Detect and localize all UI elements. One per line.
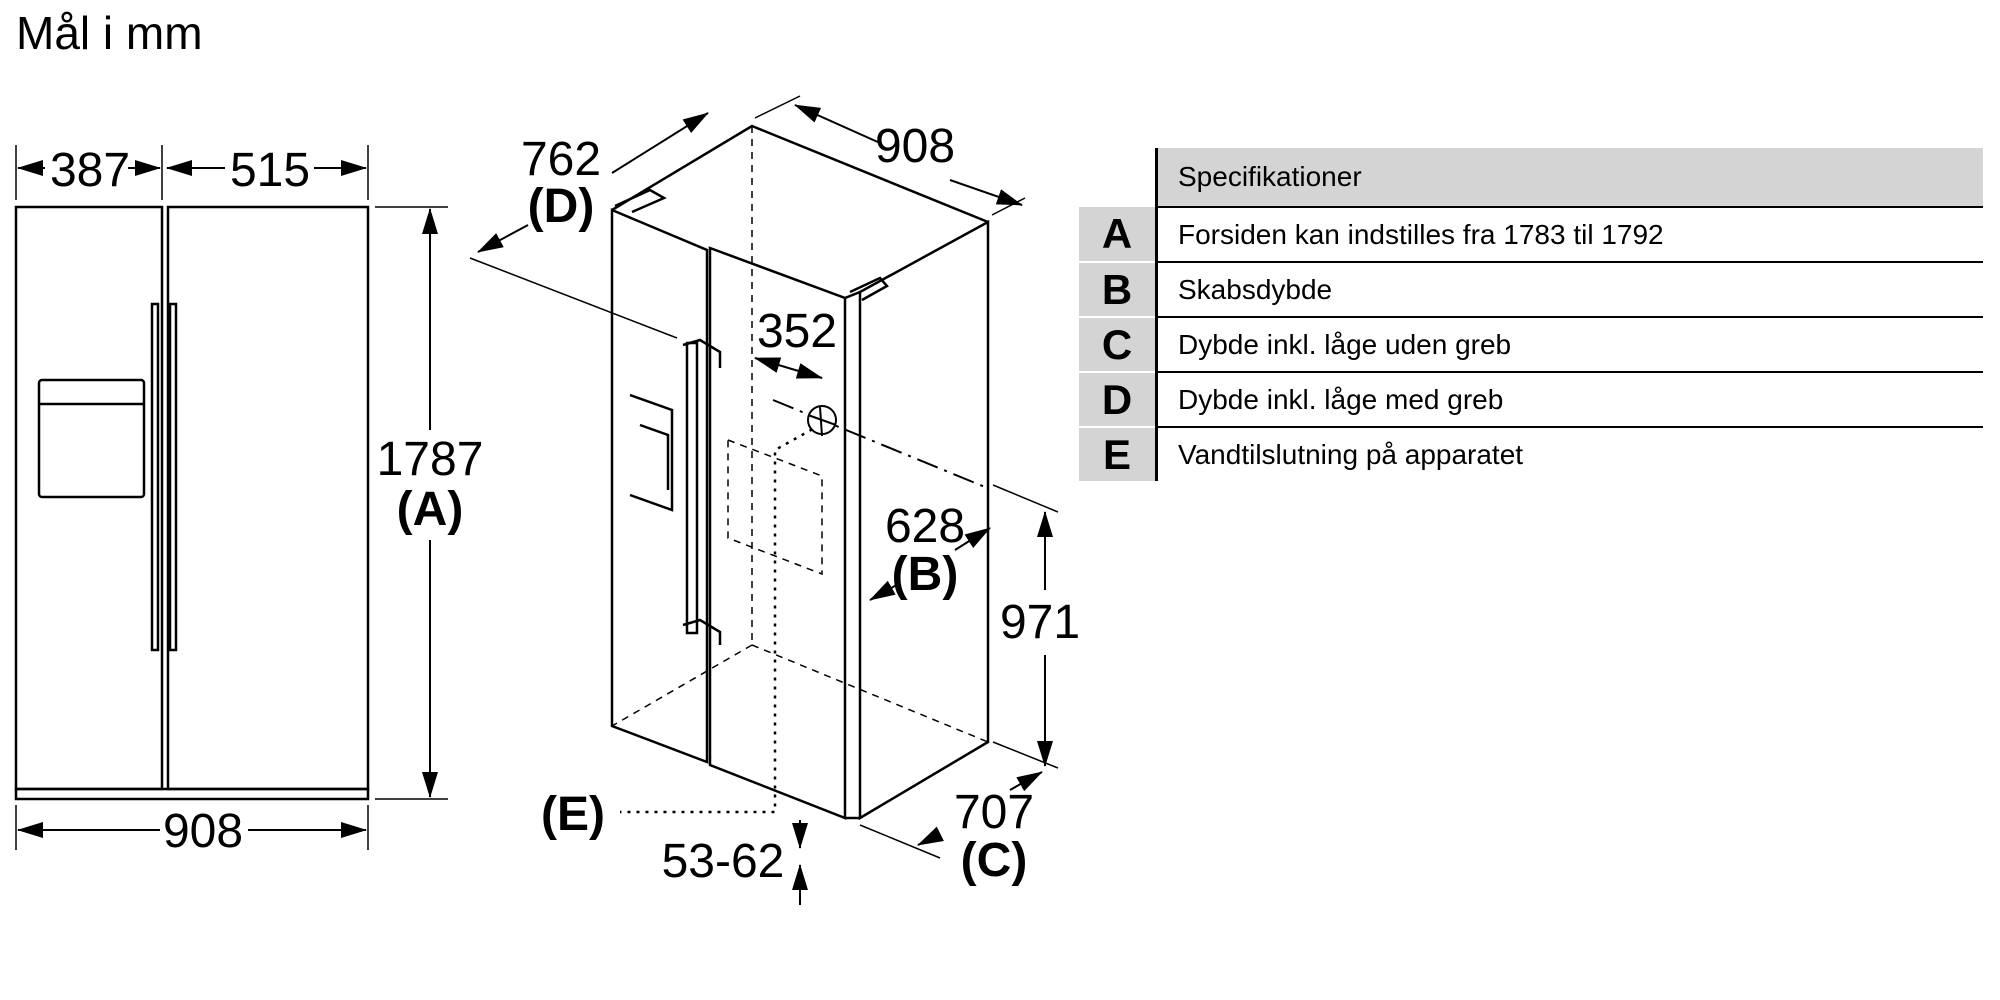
table-row: B Skabsdybde bbox=[1079, 261, 1983, 317]
dim-water-depth: 53-62 bbox=[662, 835, 785, 888]
spec-letter: D bbox=[1079, 371, 1158, 427]
left-handle bbox=[150, 302, 160, 652]
dim-height-value: 1787 bbox=[377, 433, 484, 486]
dim-depth-b-label: (B) bbox=[892, 548, 959, 601]
table-row: E Vandtilslutning på apparatet bbox=[1079, 426, 1983, 481]
dim-height-label: (A) bbox=[397, 483, 464, 536]
dim-depth-d-label: (D) bbox=[528, 180, 595, 233]
dim-width-left: 387 bbox=[50, 144, 130, 197]
iso-side bbox=[858, 219, 990, 821]
dim-total-width: 908 bbox=[163, 805, 243, 858]
iso-handle bbox=[685, 341, 699, 635]
spec-letter: E bbox=[1079, 426, 1158, 481]
iso-hidden-lines bbox=[611, 126, 989, 743]
dim-water-offset: 352 bbox=[757, 305, 837, 358]
table-row: C Dybde inkl. låge uden greb bbox=[1079, 316, 1983, 372]
dim-iso-width: 908 bbox=[875, 120, 955, 173]
dim-depth-c-value: 707 bbox=[954, 786, 1034, 839]
page-title: Mål i mm bbox=[16, 7, 203, 59]
spec-text: Forsiden kan indstilles fra 1783 til 179… bbox=[1156, 206, 1983, 262]
water-connection-label: (E) bbox=[541, 788, 605, 841]
water-dispenser bbox=[37, 378, 146, 499]
spec-header-row: Specifikationer bbox=[1079, 148, 1983, 207]
spec-table: Specifikationer A Forsiden kan indstille… bbox=[1079, 148, 1983, 481]
dim-depth-b-value: 628 bbox=[885, 500, 965, 553]
right-handle bbox=[168, 302, 178, 652]
iso-left-door bbox=[610, 208, 709, 764]
spec-text: Dybde inkl. låge med greb bbox=[1156, 371, 1983, 427]
front-view bbox=[14, 145, 448, 850]
spec-text: Vandtilslutning på apparatet bbox=[1156, 426, 1983, 481]
spec-letter: A bbox=[1079, 207, 1158, 262]
spec-text: Skabsdybde bbox=[1156, 261, 1983, 317]
dim-width-right: 515 bbox=[230, 144, 310, 197]
spec-text: Dybde inkl. låge uden greb bbox=[1156, 316, 1983, 372]
spec-letter: C bbox=[1079, 316, 1158, 372]
right-door bbox=[166, 205, 370, 791]
dim-depth-d-value: 762 bbox=[521, 133, 601, 186]
spec-letter: B bbox=[1079, 261, 1158, 317]
base-plinth bbox=[14, 787, 370, 801]
table-row: D Dybde inkl. låge med greb bbox=[1079, 371, 1983, 427]
spec-header: Specifikationer bbox=[1156, 148, 1983, 207]
dim-water-height: 971 bbox=[1000, 596, 1080, 649]
iso-view bbox=[469, 95, 1059, 859]
dim-depth-c-label: (C) bbox=[961, 834, 1028, 887]
table-row: A Forsiden kan indstilles fra 1783 til 1… bbox=[1079, 206, 1983, 262]
